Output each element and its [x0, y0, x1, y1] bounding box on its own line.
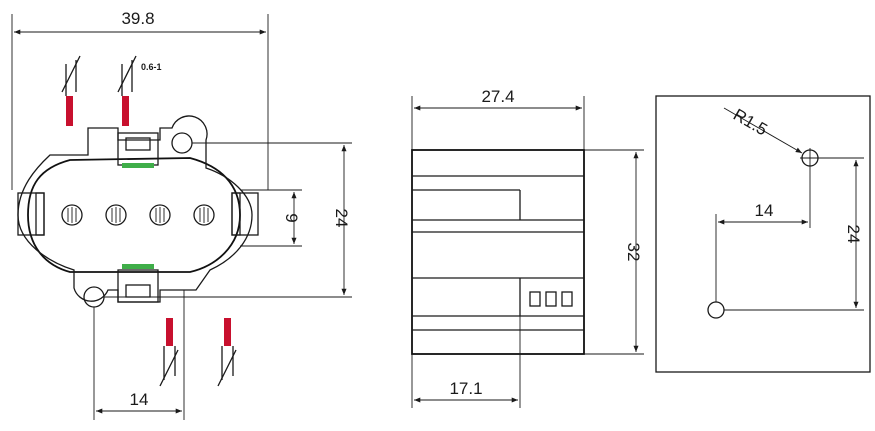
socket-body [17, 115, 259, 308]
height-label: 32 [624, 243, 643, 262]
pin-pitch-label: 9 [282, 213, 301, 222]
wire-red-2 [122, 96, 129, 126]
wire-red-3 [166, 318, 173, 346]
mount-height-label: 24 [332, 209, 351, 228]
hole-pattern-view: R1.5 14 24 [655, 95, 871, 373]
dimension-mount-offset: 14 [93, 290, 185, 420]
overall-width-label: 39.8 [121, 9, 154, 28]
wire-gauge-label: 0.6-1 [141, 62, 162, 72]
hole-bottom [707, 301, 725, 319]
dimension-height: 32 [584, 149, 644, 355]
mount-hole-top [171, 132, 193, 154]
side-body [411, 149, 585, 355]
mount-hole-bottom [83, 286, 105, 308]
hole-horizontal-label: 14 [755, 201, 774, 220]
hole-radius-label: R1.5 [730, 105, 771, 139]
depth-label: 27.4 [481, 87, 514, 106]
wire-red-1 [66, 96, 73, 126]
dimension-overall-width: 39.8 [11, 9, 269, 190]
hole-pattern-frame [655, 95, 871, 373]
dimension-mount-height: 24 [104, 142, 352, 298]
lower-wires [159, 318, 237, 387]
front-view: 39.8 0.6-1 [11, 9, 352, 420]
dimension-hole-horizontal: 14 [715, 168, 811, 302]
top-contact-strip [122, 163, 154, 168]
upper-wires: 0.6-1 [61, 55, 162, 126]
dimension-depth: 27.4 [411, 87, 585, 150]
wire-red-4 [224, 318, 231, 346]
pin-contacts [61, 204, 215, 226]
dimension-hole-vertical: 24 [724, 157, 864, 311]
side-view: 27.4 32 [411, 87, 644, 408]
dimension-base-depth: 17.1 [411, 316, 521, 408]
bottom-contact-strip [122, 264, 154, 269]
base-depth-label: 17.1 [449, 379, 482, 398]
mount-offset-label: 14 [130, 390, 149, 409]
hole-vertical-label: 24 [844, 225, 863, 244]
dimension-pin-pitch: 9 [240, 189, 302, 247]
